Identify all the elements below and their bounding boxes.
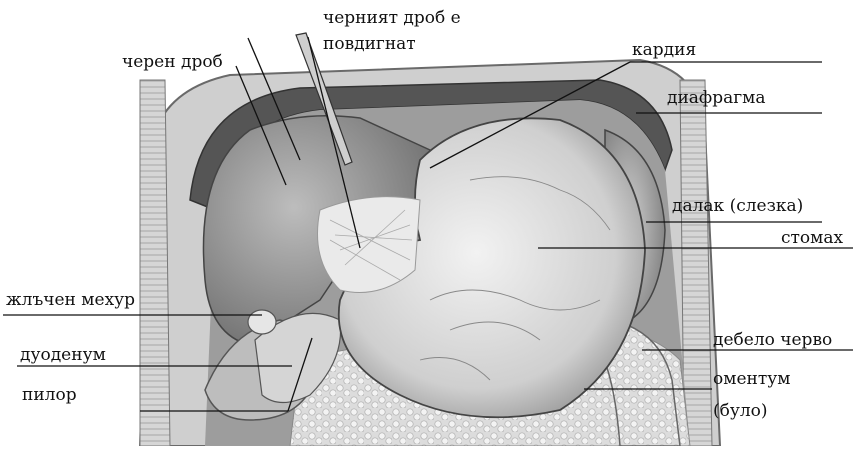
label-colon: дебело черво: [713, 330, 832, 350]
label-diaphragm: диафрагма: [667, 88, 766, 108]
label-liver-raised-2: повдигнат: [323, 34, 416, 54]
left-rib-column: [140, 80, 170, 446]
label-spleen: далак (слезка): [672, 196, 803, 216]
label-cardia: кардия: [632, 40, 696, 60]
label-liver-raised-1: черният дроб е: [323, 8, 461, 28]
label-omentum-2: (було): [713, 401, 768, 421]
label-pylorus: пилор: [22, 385, 77, 405]
label-gallbladder: жлъчен мехур: [6, 290, 135, 310]
label-duodenum: дуоденум: [20, 345, 106, 365]
gallbladder-shape: [248, 310, 276, 334]
label-omentum-1: оментум: [713, 369, 790, 389]
label-liver: черен дроб: [122, 52, 223, 72]
label-stomach: стомах: [781, 228, 843, 248]
lesser-omentum: [318, 197, 421, 293]
